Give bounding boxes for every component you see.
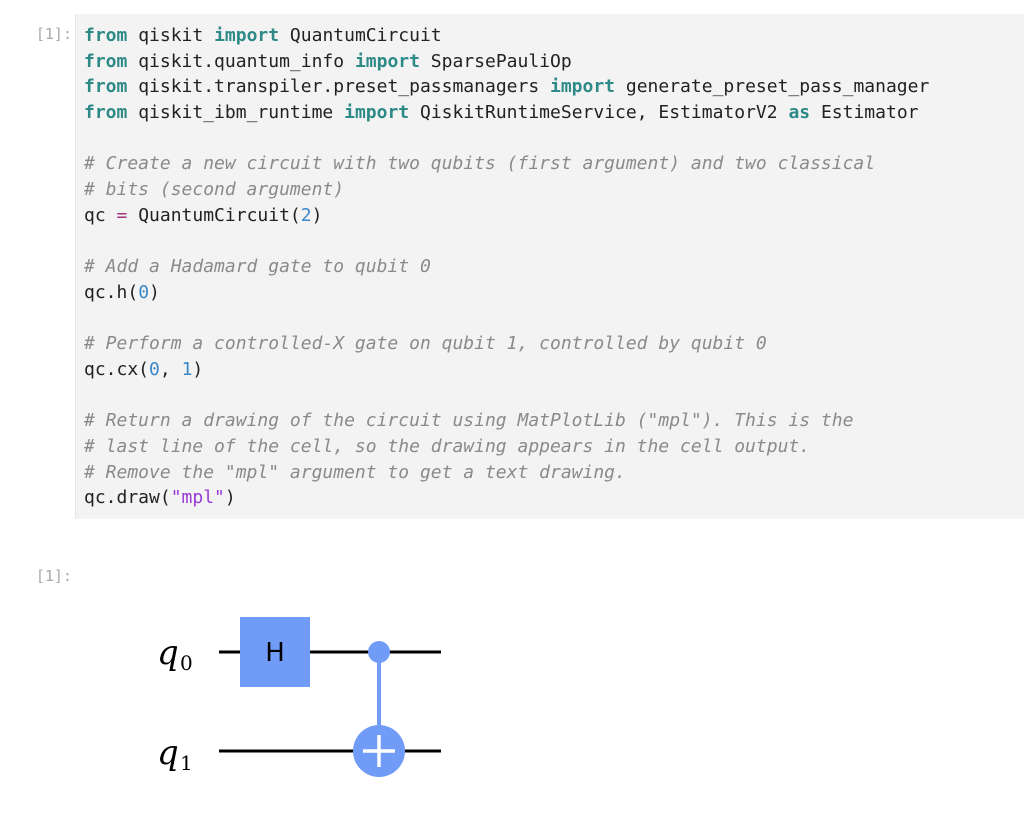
keyword: import [214, 25, 280, 46]
code-line: from qiskit_ibm_runtime import QiskitRun… [84, 100, 1024, 126]
output-prompt: [1]: [35, 567, 72, 585]
code-comment: # Remove the "mpl" argument to get a tex… [84, 461, 626, 483]
code-text: qiskit_ibm_runtime [127, 102, 345, 124]
code-text: ) [224, 487, 236, 509]
code-text: qc.cx( [84, 358, 150, 380]
code-comment: # bits (second argument) [84, 179, 345, 201]
keyword: from [84, 76, 128, 98]
code-comment: # Create a new circuit with two qubits (… [84, 153, 876, 175]
code-text: generate_preset_pass_manager [615, 76, 930, 98]
blank-line [84, 383, 1024, 409]
cx-control-dot [368, 641, 390, 663]
code-line: from qiskit.transpiler.preset_passmanage… [84, 74, 1024, 100]
code-comment: # Return a drawing of the circuit using … [84, 410, 854, 432]
input-prompt: [1]: [35, 25, 72, 43]
code-text: QiskitRuntimeService, EstimatorV2 [409, 102, 789, 124]
code-text: qc.draw( [84, 487, 171, 509]
qubit-1-label: q [157, 733, 179, 773]
qubit-1-index: 1 [180, 751, 193, 775]
code-line: qc.h(0) [84, 280, 1024, 306]
number-literal: 1 [181, 358, 193, 380]
keyword: import [354, 50, 420, 72]
number-literal: 2 [300, 204, 312, 226]
code-line: qc = QuantumCircuit(2) [84, 203, 1024, 229]
code-comment: # Add a Hadamard gate to qubit 0 [84, 256, 431, 278]
keyword: as [788, 102, 811, 124]
code-comment: # last line of the cell, so the drawing … [84, 436, 811, 457]
code-text: qc [84, 204, 117, 226]
string-literal: "mpl" [170, 487, 225, 509]
qubit-0-index: 0 [180, 651, 193, 675]
operator: = [116, 204, 128, 226]
h-gate-label: H [265, 638, 285, 668]
code-text: Estimator [810, 102, 919, 124]
code-text: qiskit [127, 25, 215, 46]
code-text: QuantumCircuit [279, 25, 442, 46]
code-text: ) [192, 358, 204, 380]
code-text: qc.h( [84, 281, 139, 303]
code-text: QuantumCircuit( [127, 204, 301, 226]
qubit-0-label: q [157, 633, 179, 673]
blank-line [84, 229, 1024, 255]
cx-target [353, 725, 405, 777]
number-literal: 0 [149, 358, 160, 380]
keyword: import [550, 76, 616, 98]
blank-line [84, 126, 1024, 152]
blank-line [84, 306, 1024, 332]
code-comment: # Perform a controlled-X gate on qubit 1… [84, 333, 767, 355]
code-line: from qiskit.quantum_info import SparsePa… [84, 49, 1024, 75]
keyword: import [344, 102, 410, 124]
code-text: , [159, 358, 182, 380]
code-line: qc.cx(0, 1) [84, 357, 1024, 383]
code-text: SparsePauliOp [419, 50, 572, 72]
code-line: from qiskit import QuantumCircuit [84, 23, 1024, 49]
keyword: from [84, 50, 128, 72]
code-line: qc.draw("mpl") [84, 485, 1024, 511]
keyword: from [84, 102, 128, 124]
keyword: from [84, 25, 128, 46]
code-text: qiskit.quantum_info [127, 50, 355, 72]
code-text: ) [149, 281, 160, 303]
number-literal: 0 [138, 281, 150, 303]
code-text: qiskit.transpiler.preset_passmanagers [127, 76, 550, 98]
code-text: ) [311, 204, 323, 226]
h-gate [240, 617, 310, 687]
